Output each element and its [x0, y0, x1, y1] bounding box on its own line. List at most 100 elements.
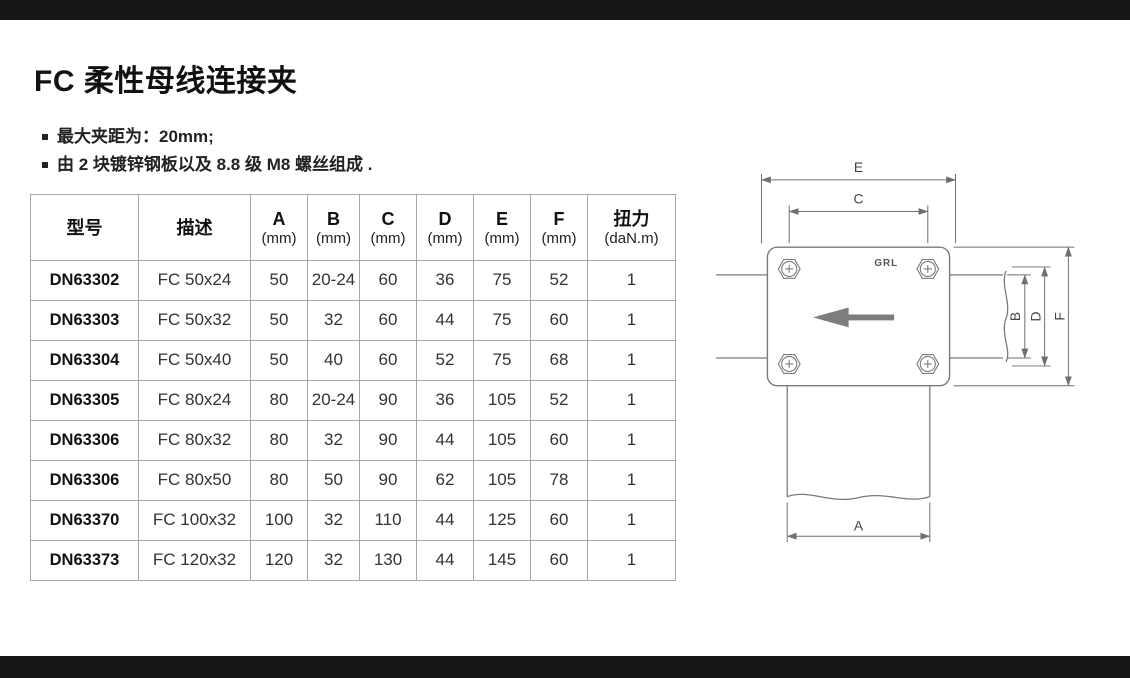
table-header-cell: A (mm) [250, 194, 308, 261]
dim-a-cell: 100 [250, 500, 308, 541]
bottom-black-band [0, 656, 1130, 678]
dim-d-cell: 36 [416, 380, 474, 421]
model-cell: DN63305 [30, 380, 139, 421]
dim-label-b: B [1007, 312, 1023, 321]
header-line2: (daN.m) [604, 229, 659, 247]
dim-e-cell: 105 [473, 420, 531, 461]
desc-cell: FC 50x32 [138, 300, 251, 341]
dimension-lines [760, 173, 1075, 543]
dim-e-cell: 75 [473, 340, 531, 381]
dim-d-cell: 44 [416, 300, 474, 341]
dim-e-cell: 105 [473, 460, 531, 501]
table-row: DN63306 FC 80x50 80 50 90 62 105 78 1 [30, 460, 676, 501]
model-cell: DN63302 [30, 260, 139, 301]
dim-d-cell: 36 [416, 260, 474, 301]
dim-d-cell: 44 [416, 420, 474, 461]
header-line1: 描述 [176, 217, 213, 238]
desc-cell: FC 80x32 [138, 420, 251, 461]
model-cell: DN63373 [30, 540, 139, 581]
header-line2: (mm) [316, 229, 351, 247]
top-black-band [0, 0, 1130, 20]
header-line1: 扭力 [613, 208, 650, 229]
table-header-cell: 型号 [30, 194, 139, 261]
header-line2: (mm) [427, 229, 463, 247]
table-header-cell: D (mm) [416, 194, 474, 261]
dim-e-cell: 75 [473, 300, 531, 341]
dim-label-d: D [1028, 311, 1044, 321]
table-header-cell: C (mm) [359, 194, 417, 261]
dim-label-c: C [853, 191, 863, 207]
desc-cell: FC 120x32 [138, 540, 251, 581]
bullet-item: 最大夹距为：20mm; [42, 123, 373, 151]
dim-f-cell: 52 [530, 380, 588, 421]
table-row: DN63302 FC 50x24 50 20-24 60 36 75 52 1 [30, 260, 676, 301]
header-line1: B [327, 208, 340, 229]
table-row: DN63305 FC 80x24 80 20-24 90 36 105 52 1 [30, 380, 676, 421]
dim-d-cell: 52 [416, 340, 474, 381]
dim-c-cell: 110 [359, 500, 417, 541]
header-line2: (mm) [484, 229, 520, 247]
table-row: DN63373 FC 120x32 120 32 130 44 145 60 1 [30, 540, 676, 581]
brand-logo: GRL [874, 258, 898, 269]
dim-a-cell: 50 [250, 260, 308, 301]
dim-label-a: A [854, 517, 864, 533]
page-title: FC 柔性母线连接夹 [34, 65, 298, 98]
table-header-cell: B (mm) [307, 194, 360, 261]
header-line2: (mm) [370, 229, 406, 247]
dim-c-cell: 60 [359, 260, 417, 301]
bullet-square-icon [42, 162, 48, 168]
torque-cell: 1 [587, 300, 676, 341]
dim-b-cell: 32 [307, 540, 360, 581]
clamp-plate: GRL [766, 246, 951, 387]
spec-table: 型号 描述 A (mm) B (mm) C (mm) D (mm) E (mm) [30, 194, 676, 581]
dim-d-cell: 62 [416, 460, 474, 501]
dim-e-cell: 125 [473, 500, 531, 541]
dim-c-cell: 90 [359, 380, 417, 421]
dim-b-cell: 32 [307, 500, 360, 541]
model-cell: DN63304 [30, 340, 139, 381]
dim-f-cell: 52 [530, 260, 588, 301]
header-line1: 型号 [66, 217, 103, 238]
bolt-icon [916, 353, 940, 374]
dim-e-cell: 75 [473, 260, 531, 301]
dim-f-cell: 60 [530, 420, 588, 461]
dim-e-cell: 145 [473, 540, 531, 581]
dim-b-cell: 40 [307, 340, 360, 381]
technical-drawing: GRL E C B D [715, 159, 1075, 543]
dim-label-e: E [854, 159, 863, 175]
dim-c-cell: 90 [359, 420, 417, 461]
header-line1: D [438, 208, 452, 229]
dim-a-cell: 120 [250, 540, 308, 581]
table-header-cell: F (mm) [530, 194, 588, 261]
dim-c-cell: 130 [359, 540, 417, 581]
header-line2: (mm) [261, 229, 297, 247]
dim-b-cell: 20-24 [307, 380, 360, 421]
table-header-cell: 扭力 (daN.m) [587, 194, 676, 261]
dim-c-cell: 90 [359, 460, 417, 501]
desc-cell: FC 50x24 [138, 260, 251, 301]
busbar-horizontal [715, 270, 1009, 363]
header-line1: F [553, 208, 565, 229]
model-cell: DN63306 [30, 460, 139, 501]
model-cell: DN63303 [30, 300, 139, 341]
bullet-item: 由 2 块镀锌钢板以及 8.8 级 M8 螺丝组成 . [42, 151, 373, 179]
bullet-list: 最大夹距为：20mm; 由 2 块镀锌钢板以及 8.8 级 M8 螺丝组成 . [42, 123, 373, 179]
table-row: DN63304 FC 50x40 50 40 60 52 75 68 1 [30, 340, 676, 381]
dim-b-cell: 20-24 [307, 260, 360, 301]
torque-cell: 1 [587, 260, 676, 301]
header-line1: E [495, 208, 508, 229]
dim-d-cell: 44 [416, 540, 474, 581]
table-row: DN63370 FC 100x32 100 32 110 44 125 60 1 [30, 500, 676, 541]
dim-e-cell: 105 [473, 380, 531, 421]
dim-f-cell: 78 [530, 460, 588, 501]
dim-a-cell: 80 [250, 420, 308, 461]
desc-cell: FC 80x24 [138, 380, 251, 421]
dim-label-f: F [1051, 312, 1067, 320]
desc-cell: FC 50x40 [138, 340, 251, 381]
table-row: DN63303 FC 50x32 50 32 60 44 75 60 1 [30, 300, 676, 341]
break-line-icon [787, 493, 930, 501]
dim-b-cell: 32 [307, 420, 360, 461]
header-line1: A [272, 208, 286, 229]
bolt-icon [777, 353, 801, 374]
